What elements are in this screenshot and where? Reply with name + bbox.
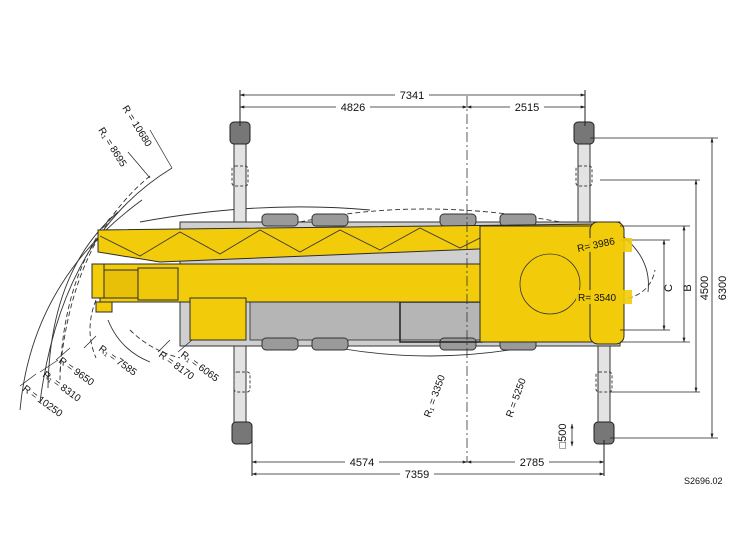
counterweight: [589, 221, 625, 345]
arc-r-9650: [47, 211, 119, 389]
dim-right-4500: 4500: [699, 276, 711, 300]
arc-r1-7585: [89, 299, 97, 359]
outriggers: [229, 121, 615, 445]
dim-label-c: C: [663, 284, 675, 292]
label-r-5250: R = 5250: [504, 376, 528, 419]
tire-5: [261, 213, 299, 227]
dim-top-right: 2515: [515, 102, 539, 114]
boom-head: [91, 263, 105, 299]
label-r-3540: R= 3540: [578, 293, 617, 304]
slewing-ring: [519, 253, 581, 315]
outrigger-beam-rear-lower: [597, 335, 611, 429]
outrigger-pad-retracted-2: [575, 165, 593, 187]
outrigger-pad-rear-upper: [573, 121, 595, 145]
outrigger-beam-front-upper: [233, 129, 247, 231]
tire-3: [439, 337, 477, 351]
dim-bottom-right: 2785: [520, 457, 544, 469]
tire-7: [439, 213, 477, 227]
outrigger-beam-front-lower: [233, 335, 247, 429]
arc-r1-8695: [59, 175, 151, 373]
tire-2: [311, 337, 349, 351]
arc-r1-6065: [129, 329, 181, 359]
dim-top-total: 7341: [400, 90, 424, 102]
dim-pad-size: □500: [557, 424, 569, 449]
dim-bottom-total: 7359: [405, 469, 429, 481]
tire-6: [311, 213, 349, 227]
dim-right-overall: 6300: [717, 276, 729, 300]
outrigger-beam-rear-upper: [577, 129, 591, 231]
label-r-10680: R = 10680: [119, 104, 153, 150]
label-r1-8695: R₁ = 8695: [95, 126, 128, 170]
tire-8: [499, 213, 537, 227]
arc-r-10250: [19, 199, 143, 411]
dim-label-b: B: [682, 284, 694, 291]
dim-top-left: 4826: [341, 102, 365, 114]
tire-1: [261, 337, 299, 351]
hook-block: [95, 301, 113, 313]
arc-boom-sweep: [139, 206, 371, 223]
outrigger-pad-retracted-1: [231, 165, 249, 187]
arc-r-8170: [107, 319, 151, 363]
label-r1-7585: R₁ = 7585: [96, 344, 139, 379]
boom-section-2: [137, 267, 179, 301]
operator-cab: [189, 297, 247, 341]
outrigger-pad-retracted-4: [595, 371, 613, 393]
drawing-code: S2696.02: [684, 476, 723, 486]
label-r1-3350: R₁ = 3350: [422, 373, 448, 419]
arc-r-10680: [39, 167, 173, 403]
outrigger-pad-front-lower: [231, 421, 253, 445]
lattice-jib: [97, 223, 601, 263]
right-dimensions: [570, 137, 718, 447]
outrigger-pad-retracted-3: [233, 371, 251, 393]
boom-section-1: [99, 269, 139, 299]
dim-bottom-left: 4574: [350, 457, 374, 469]
